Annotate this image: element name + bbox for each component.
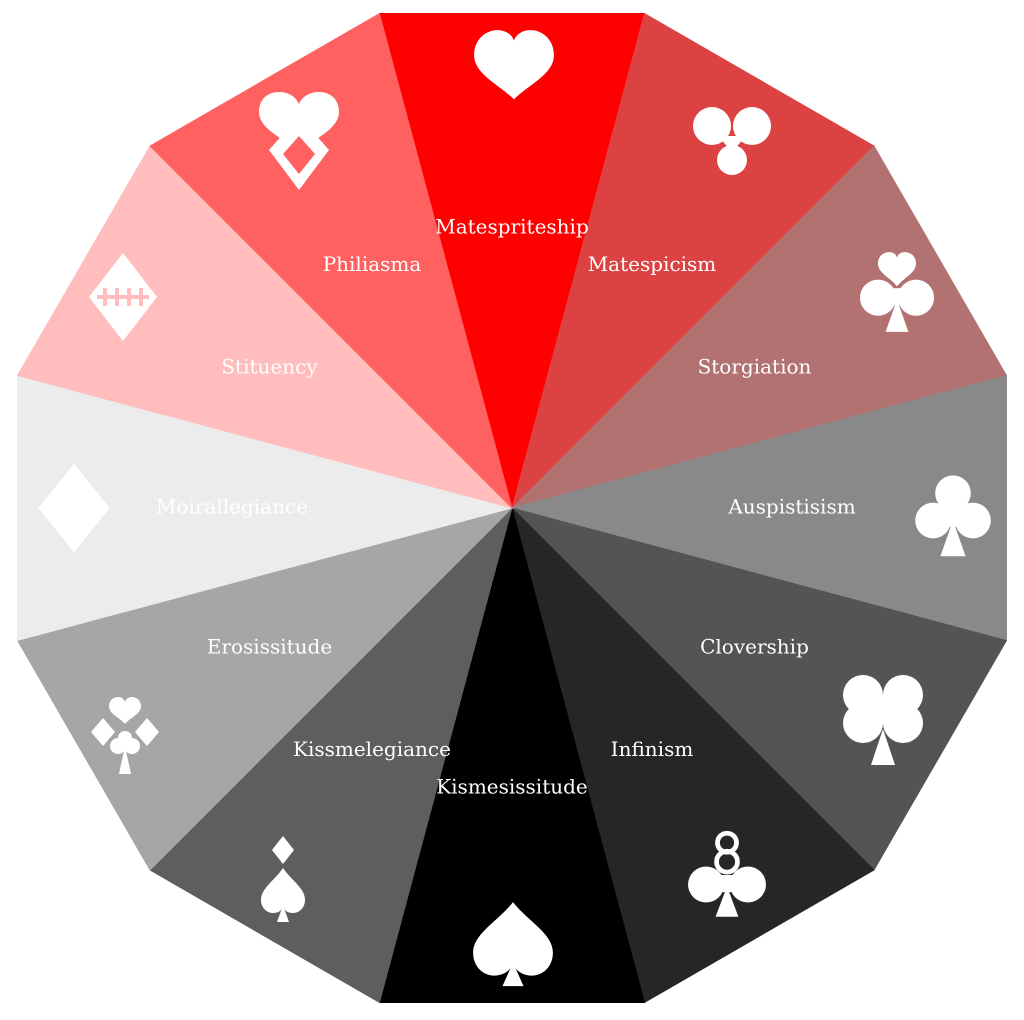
segment-label-matespriteship: Matespriteship	[435, 215, 589, 239]
heart-diamond-icon	[259, 92, 339, 190]
segment-label-auspistisism: Auspistisism	[727, 495, 855, 519]
infinity-club-icon	[688, 830, 766, 917]
segment-label-kismesissitude: Kismesissitude	[436, 775, 588, 799]
heart-club-icon	[859, 252, 935, 332]
segment-label-clovership: Clovership	[700, 635, 809, 659]
segment-label-infinism: Infinism	[611, 737, 694, 761]
segment-label-matespicism: Matespicism	[588, 252, 717, 276]
segment-label-moirallegiance: Moirallegiance	[156, 495, 308, 519]
segment-labels: MatespriteshipMatespicismStorgiationAusp…	[156, 215, 856, 799]
three-circles-heart-icon	[693, 107, 771, 175]
segment-label-kissmelegiance: Kissmelegiance	[293, 737, 451, 761]
four-suits-icon	[91, 697, 159, 774]
clover-icon	[843, 675, 923, 765]
segments	[16, 12, 1008, 1004]
suit-icons	[38, 30, 991, 987]
segment-label-philiasma: Philiasma	[323, 252, 422, 276]
stitched-diamond-icon	[89, 253, 157, 341]
segment-label-storgiation: Storgiation	[698, 355, 812, 379]
segment-label-stituency: Stituency	[221, 355, 318, 379]
segment-label-erosissitude: Erosissitude	[207, 635, 332, 659]
segment-philiasma	[149, 12, 513, 510]
diamond-spade-icon	[261, 836, 305, 922]
